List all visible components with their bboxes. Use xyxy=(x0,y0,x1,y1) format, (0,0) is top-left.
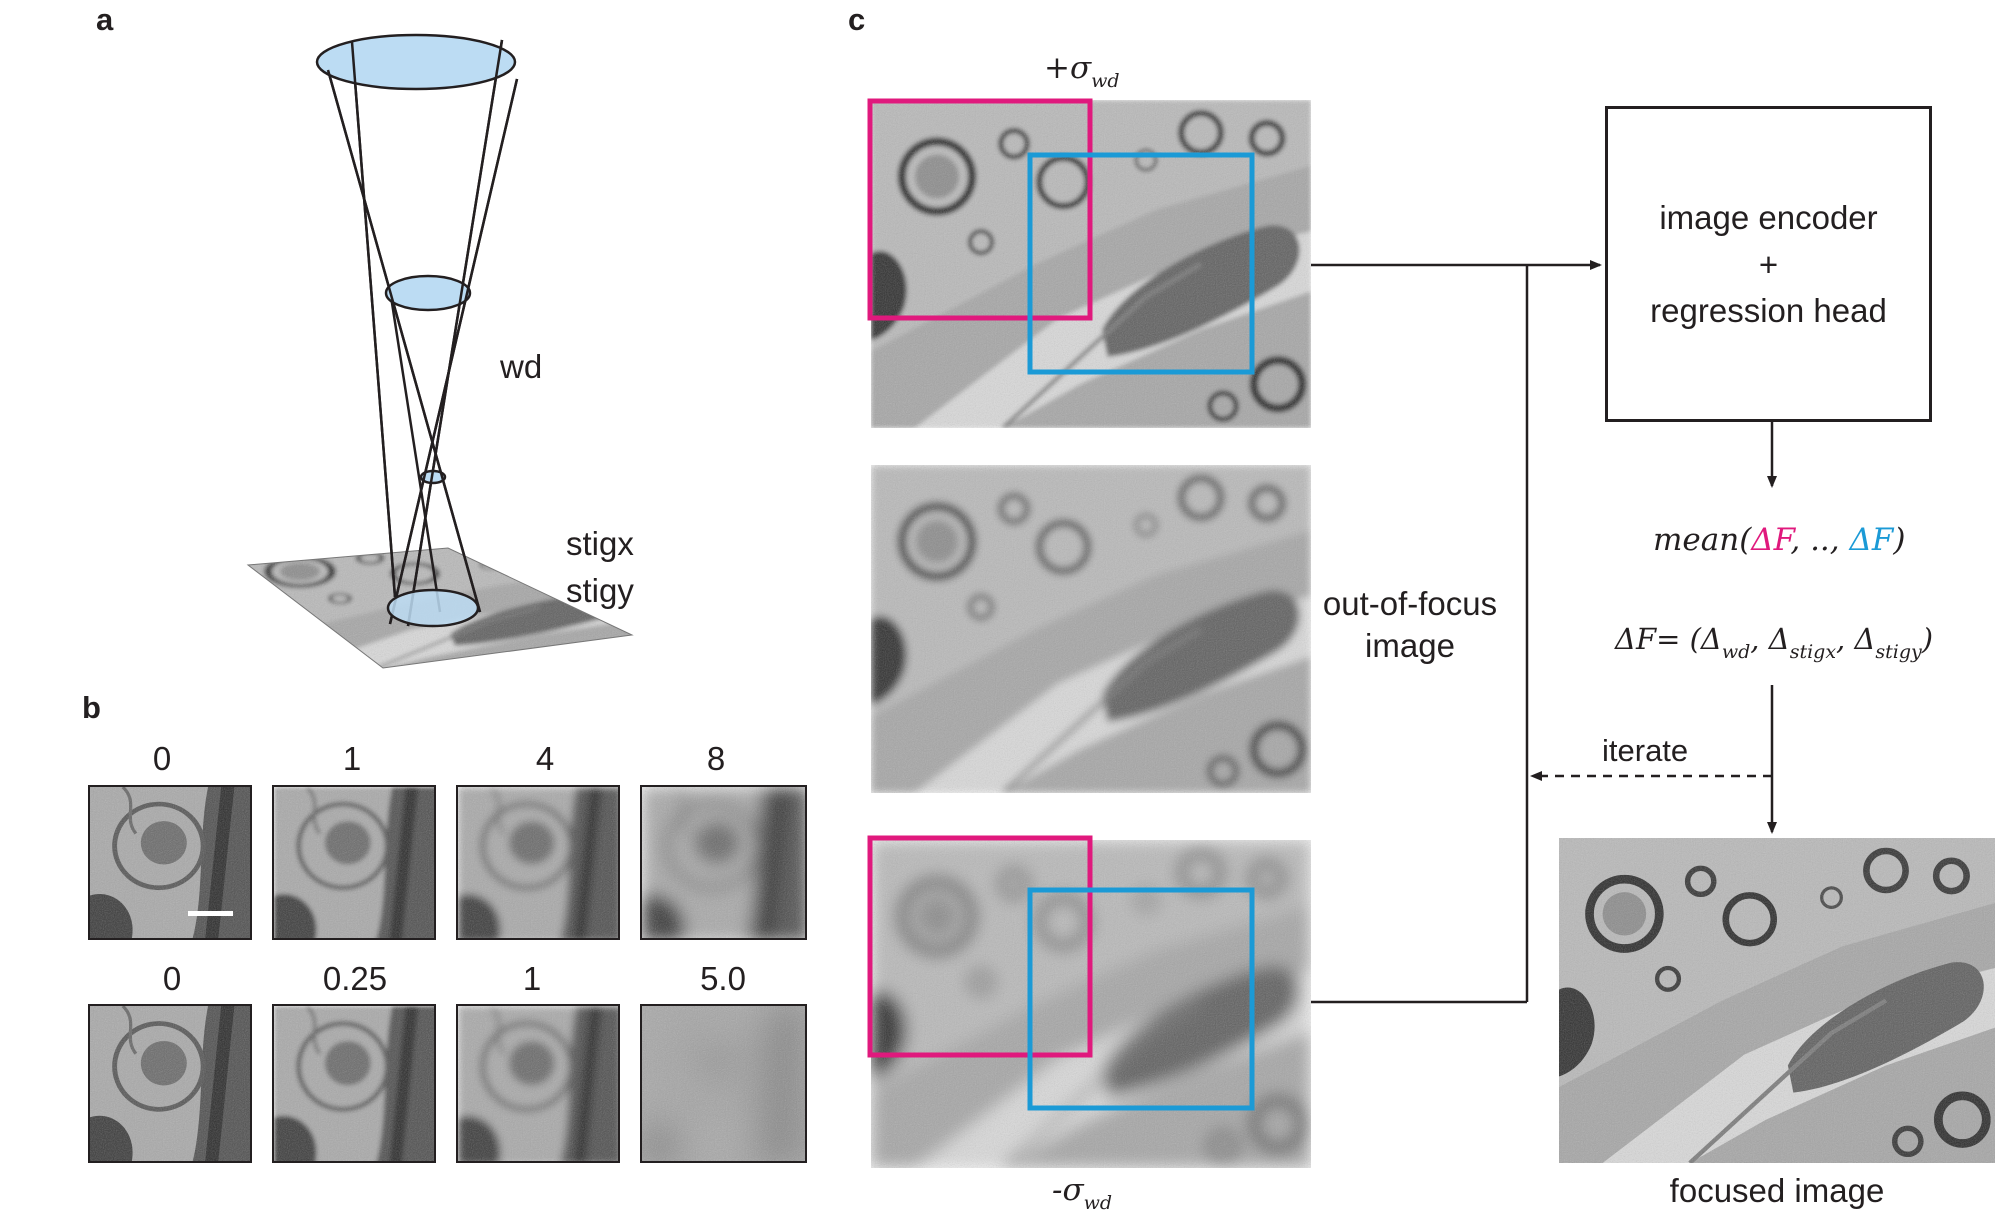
model-box: image encoder + regression head xyxy=(1605,106,1932,422)
b-tile xyxy=(640,785,807,940)
middle-lens xyxy=(384,274,472,312)
scale-bar xyxy=(188,911,233,916)
b-row1-label: 8 xyxy=(706,740,726,777)
minus-sigma-label: -σwd xyxy=(1052,1172,1113,1214)
out-of-focus-label: out-of-focus image xyxy=(1322,585,1498,664)
b-tile xyxy=(88,785,252,940)
panel-label-c: c xyxy=(848,2,866,37)
b-tile xyxy=(640,1004,807,1163)
model-box-line3: regression head xyxy=(1650,292,1887,329)
b-row2-label: 0 xyxy=(162,960,182,997)
wd-label: wd xyxy=(500,348,543,385)
b-tile xyxy=(272,1004,436,1163)
cyan-crop-box-top xyxy=(1027,152,1255,375)
b-row2-label: 0.25 xyxy=(322,960,388,997)
model-box-line1: image encoder xyxy=(1659,199,1878,236)
panel-label-b: b xyxy=(82,690,101,725)
em-image-out-of-focus xyxy=(871,465,1311,793)
model-box-line2: + xyxy=(1758,246,1779,283)
plus-sigma-label: +σwd xyxy=(1044,50,1120,92)
b-tile xyxy=(456,1004,620,1163)
delta-definition: ΔF= (Δwd, Δstigx, Δstigy) xyxy=(1615,622,1934,663)
mean-expression: mean(ΔF, .., ΔF) xyxy=(1653,522,1906,558)
b-row2-label: 1 xyxy=(522,960,542,997)
b-tile xyxy=(456,785,620,940)
b-tile xyxy=(272,785,436,940)
b-row1-label: 0 xyxy=(152,740,172,777)
magenta-crop-box-top xyxy=(867,98,1093,321)
b-row2-label: 5.0 xyxy=(700,960,746,997)
b-row1-label: 1 xyxy=(342,740,362,777)
beam-spot xyxy=(386,588,480,628)
b-row1-label: 4 xyxy=(535,740,555,777)
stigy-label: stigy xyxy=(566,572,634,609)
upper-lens xyxy=(315,33,517,91)
iterate-label: iterate xyxy=(1602,733,1689,768)
panel-label-a: a xyxy=(96,2,114,37)
b-tile xyxy=(88,1004,252,1163)
magenta-crop-box-bottom xyxy=(867,835,1093,1058)
em-image-focused xyxy=(1559,838,1995,1163)
cyan-crop-box-bottom xyxy=(1027,887,1255,1111)
focused-image-label: focused image xyxy=(1669,1172,1885,1209)
stigx-label: stigx xyxy=(566,525,634,562)
